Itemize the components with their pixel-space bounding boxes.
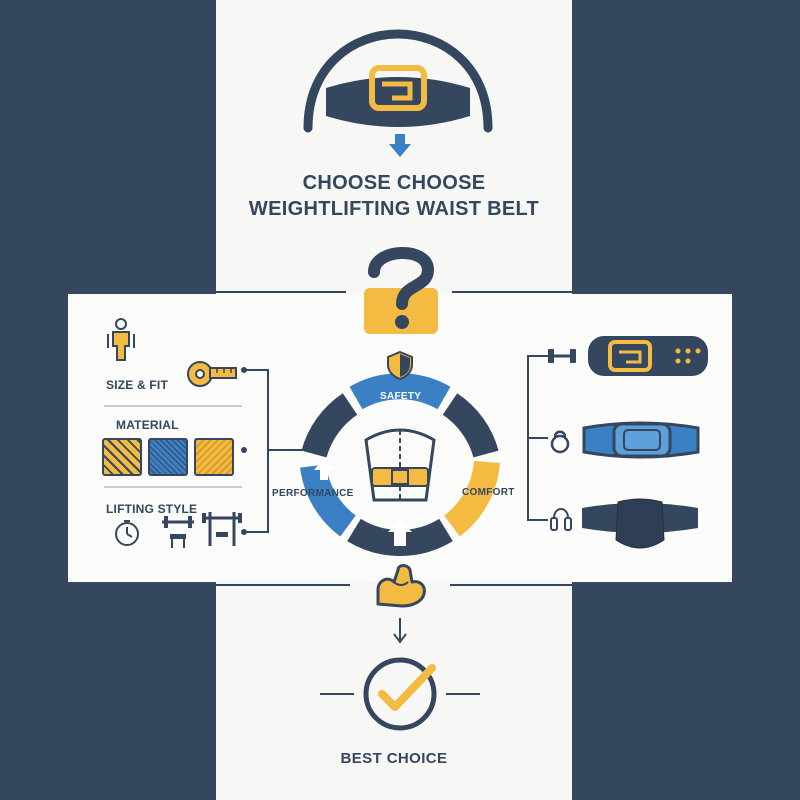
checkmark-icon bbox=[363, 657, 437, 731]
factor-lifting-style: LIFTING STYLE bbox=[106, 502, 198, 516]
flexed-arm-icon bbox=[376, 564, 426, 608]
squat-rack-icon bbox=[202, 512, 242, 546]
belt-option-velcro bbox=[582, 421, 700, 459]
factor-size-fit: SIZE & FIT bbox=[106, 378, 168, 392]
kettlebell-icon bbox=[550, 430, 570, 454]
question-mark-icon bbox=[364, 247, 438, 334]
title-line-2: WEIGHTLIFTING WAIST BELT bbox=[248, 198, 540, 220]
decision-wheel bbox=[300, 373, 500, 556]
segment-comfort bbox=[443, 460, 500, 537]
tape-measure-icon bbox=[187, 361, 237, 387]
title-line-1: CHOOSE CHOOSE bbox=[302, 172, 486, 194]
torso-icon bbox=[364, 428, 436, 502]
belt-option-leather bbox=[582, 498, 698, 549]
material-swatch-leather bbox=[194, 438, 234, 476]
material-swatch-mesh bbox=[148, 438, 188, 476]
segment-upper-right bbox=[442, 393, 499, 458]
segment-label-performance: PERFORMANCE bbox=[272, 488, 354, 499]
segment-label-comfort: COMFORT bbox=[462, 487, 515, 498]
divider bbox=[104, 405, 242, 407]
jump-rope-icon bbox=[550, 508, 572, 531]
stopwatch-icon bbox=[115, 520, 139, 546]
segment-upper-left bbox=[301, 393, 358, 458]
result-label: BEST CHOICE bbox=[340, 750, 448, 767]
segment-label-safety: SAFETY bbox=[380, 391, 422, 402]
person-icon bbox=[107, 318, 135, 361]
belt-icon bbox=[303, 29, 493, 133]
bench-icon bbox=[162, 516, 194, 548]
belt-option-lever bbox=[588, 336, 708, 376]
dumbbell-icon bbox=[548, 349, 576, 363]
arrow-down-icon bbox=[389, 134, 411, 157]
divider bbox=[104, 486, 242, 488]
shield-icon bbox=[387, 350, 413, 380]
factor-material: MATERIAL bbox=[116, 418, 179, 432]
segment-performance bbox=[300, 463, 357, 537]
segment-safety bbox=[349, 373, 451, 410]
material-swatch-nylon bbox=[102, 438, 142, 476]
